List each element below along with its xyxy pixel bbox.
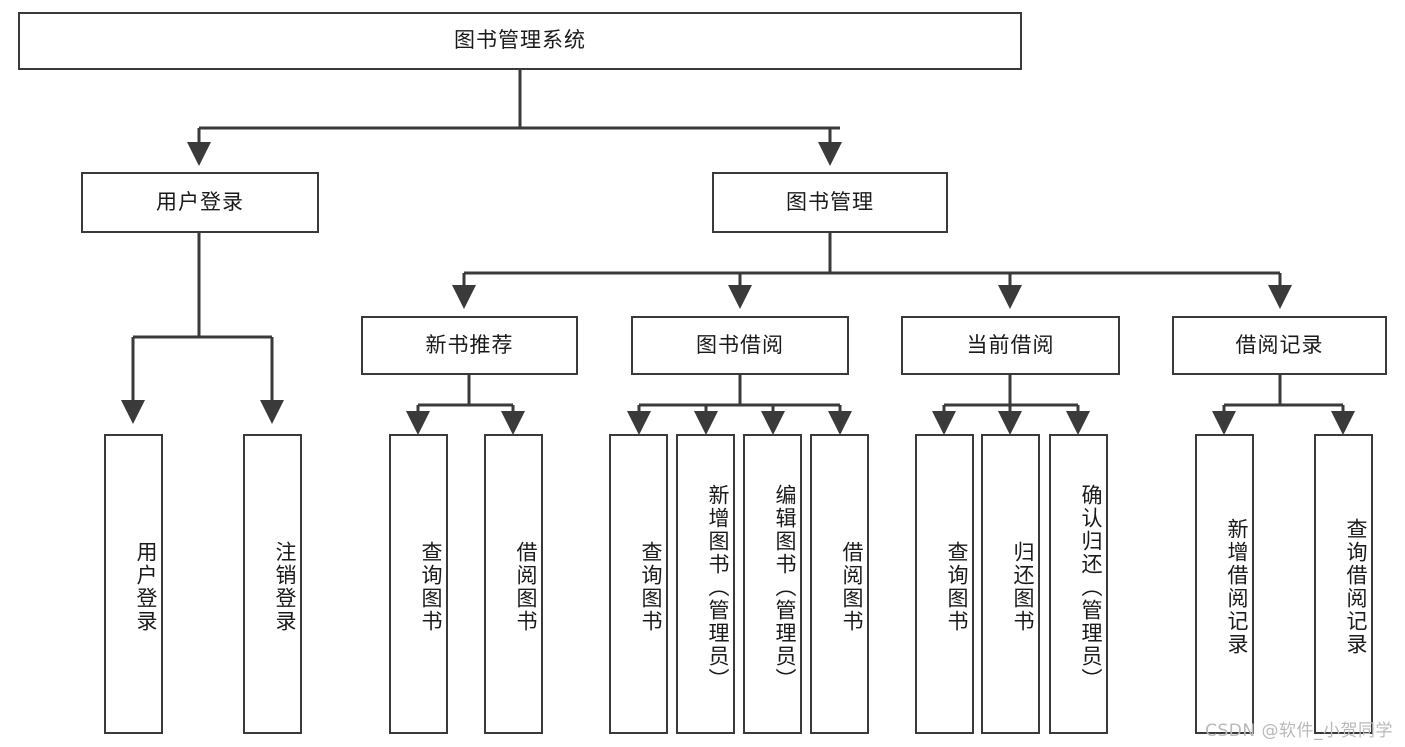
node-label: 借阅图书 (514, 541, 538, 633)
node-label: 编辑图书（管理员） (773, 483, 797, 691)
node-book-management[interactable]: 图书管理 (712, 172, 948, 233)
node-borrow-record[interactable]: 借阅记录 (1172, 316, 1387, 375)
node-label: 归还图书 (1011, 541, 1035, 633)
node-label: 确认归还（管理员） (1079, 483, 1103, 691)
node-book-management-system[interactable]: 图书管理系统 (18, 12, 1022, 70)
node-label: 图书管理 (786, 189, 874, 214)
node-new-book-recommend[interactable]: 新书推荐 (361, 316, 578, 375)
node-book-borrow[interactable]: 图书借阅 (631, 316, 849, 375)
node-label: 查询图书 (639, 541, 663, 633)
node-leaf-query-book-2[interactable]: 查询图书 (609, 434, 668, 734)
node-leaf-add-borrow-record[interactable]: 新增借阅记录 (1195, 434, 1254, 734)
node-leaf-user-login[interactable]: 用户登录 (104, 434, 163, 734)
node-label: 借阅图书 (840, 541, 864, 633)
node-leaf-edit-book[interactable]: 编辑图书（管理员） (743, 434, 802, 734)
node-label: 图书借阅 (696, 332, 784, 357)
node-user-login[interactable]: 用户登录 (81, 172, 319, 233)
node-label: 注销登录 (273, 541, 297, 633)
node-label: 借阅记录 (1235, 332, 1324, 357)
csdn-watermark: CSDN @软件_小贺同学 (1205, 721, 1393, 741)
node-label: 新书推荐 (425, 332, 514, 357)
node-label: 查询图书 (945, 541, 969, 633)
node-leaf-return-book[interactable]: 归还图书 (981, 434, 1040, 734)
node-leaf-add-book[interactable]: 新增图书（管理员） (676, 434, 735, 734)
node-label: 用户登录 (156, 189, 244, 214)
node-leaf-borrow-book-1[interactable]: 借阅图书 (484, 434, 543, 734)
node-leaf-query-borrow-record[interactable]: 查询借阅记录 (1314, 434, 1373, 734)
node-leaf-borrow-book-2[interactable]: 借阅图书 (810, 434, 869, 734)
node-label: 图书管理系统 (454, 28, 586, 53)
node-leaf-query-book-3[interactable]: 查询图书 (915, 434, 974, 734)
node-leaf-query-book-1[interactable]: 查询图书 (389, 434, 448, 734)
node-leaf-confirm-return[interactable]: 确认归还（管理员） (1049, 434, 1108, 734)
node-label: 查询图书 (419, 541, 443, 633)
node-label: 当前借阅 (966, 332, 1055, 357)
node-label: 新增借阅记录 (1225, 518, 1249, 656)
node-leaf-logout-login[interactable]: 注销登录 (243, 434, 302, 734)
node-label: 新增图书（管理员） (706, 483, 730, 691)
node-label: 查询借阅记录 (1344, 518, 1368, 656)
node-current-borrow[interactable]: 当前借阅 (901, 316, 1120, 375)
node-label: 用户登录 (134, 541, 158, 633)
